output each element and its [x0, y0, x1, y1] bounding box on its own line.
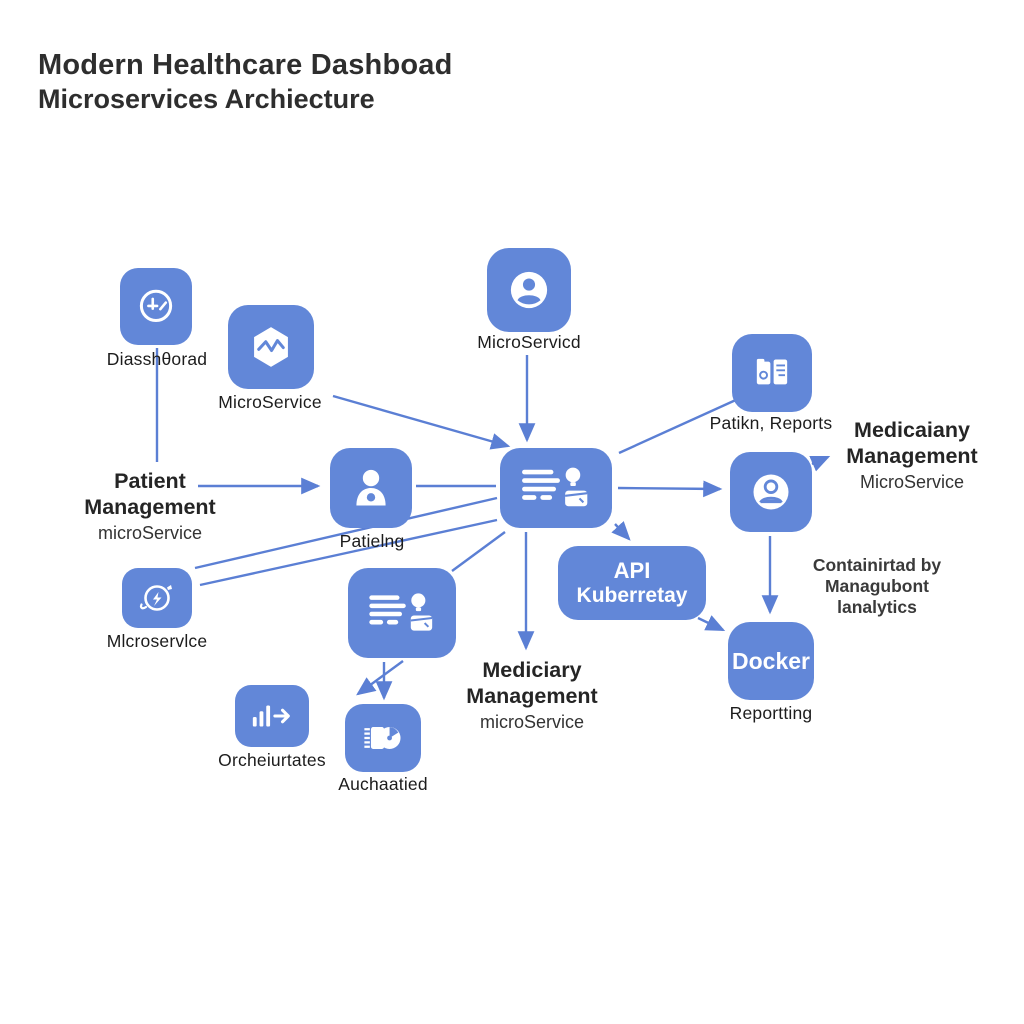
person-icon: [356, 469, 386, 506]
list-details-icon: [369, 593, 433, 631]
orbit-bolt-icon: [139, 585, 172, 611]
patient-management-line-3: microService: [97, 522, 203, 543]
title-line-1: Modern Healthcare Dashboad: [38, 49, 453, 81]
mediciary-management-text: Mediciary Management microService: [466, 658, 597, 733]
mediciary-management-line-3: microService: [479, 711, 585, 732]
node-audited-label: Auchaatied: [338, 774, 428, 794]
medicaiany-management-line-1: Medicaiany: [854, 418, 970, 442]
line-hub-to-listdetail: [451, 531, 506, 572]
arrow-listdetail-to-orchestrates: [356, 660, 404, 696]
hexagon-pulse-icon: [254, 327, 288, 367]
api-gateway-line-2: Kuberretay: [576, 583, 688, 607]
node-docker: Docker: [728, 622, 814, 700]
patient-management-line-1: Patient: [114, 469, 186, 493]
gauge-plus-icon: [139, 289, 173, 322]
node-hex-service: [228, 305, 314, 389]
node-micro-left: [122, 568, 192, 628]
arrow-hexservice-to-hub: [332, 394, 511, 450]
node-hub: [500, 448, 612, 528]
medicaiany-management-text: Medicaiany Management MicroService: [846, 418, 977, 493]
node-top-user-label: MicroServicd: [477, 332, 581, 352]
bar-chart-arrow-icon: [252, 705, 290, 727]
node-patient: [330, 448, 412, 528]
node-reports-label: Patikn, Reports: [709, 413, 833, 433]
node-audited: [345, 704, 421, 772]
node-right-user: [730, 452, 812, 532]
title-line-2: Microservices Archiecture: [38, 84, 375, 115]
node-dashboard: [120, 268, 192, 345]
node-patient-label: Patielng: [339, 531, 405, 551]
containerized-line-2: Managubont: [824, 576, 929, 596]
clock-document-icon: [364, 727, 401, 749]
node-dashboard-label: Diasshθorad: [106, 349, 208, 369]
patient-management-text: Patient Management microService: [84, 469, 215, 544]
node-docker-caption: Reportting: [729, 703, 813, 723]
api-gateway-text: API Kuberretay: [577, 558, 688, 609]
node-api-gateway: API Kuberretay: [558, 546, 706, 620]
arrow-api-to-docker: [697, 615, 726, 632]
node-reports: [732, 334, 812, 412]
page-title: Modern Healthcare Dashboad Microservices…: [38, 48, 453, 116]
node-orchestrates: [235, 685, 309, 747]
mediciary-management-line-2: Management: [466, 683, 598, 708]
containerized-line-3: lanalytics: [837, 597, 917, 617]
user-circle-icon: [510, 271, 548, 309]
arrow-hub-to-rightuser: [617, 480, 723, 498]
node-list-detail: [348, 568, 456, 658]
arrow-to-medicaiany-text: [809, 455, 831, 472]
docker-text: Docker: [732, 647, 810, 674]
folder-files-icon: [756, 358, 788, 385]
patient-management-line-2: Management: [84, 494, 216, 519]
node-micro-left-label: Mlcroservlce: [106, 631, 208, 651]
api-gateway-line-1: API: [613, 557, 651, 583]
node-orchestrates-label: Orcheiurtates: [218, 750, 326, 770]
medicaiany-management-line-2: Management: [846, 443, 978, 468]
medicaiany-management-line-3: MicroService: [859, 471, 965, 492]
containerized-text: Containirtad by Managubont lanalytics: [813, 555, 941, 618]
mediciary-management-line-1: Mediciary: [482, 658, 582, 682]
list-details-icon: [522, 467, 588, 507]
containerized-line-1: Containirtad by: [812, 555, 942, 575]
line-microleft-to-hub-low: [199, 518, 498, 587]
arrow-hub-to-api: [611, 520, 631, 541]
node-hex-service-label: MicroService: [218, 392, 322, 412]
user-circle-icon: [753, 474, 789, 510]
node-top-user: [487, 248, 571, 332]
